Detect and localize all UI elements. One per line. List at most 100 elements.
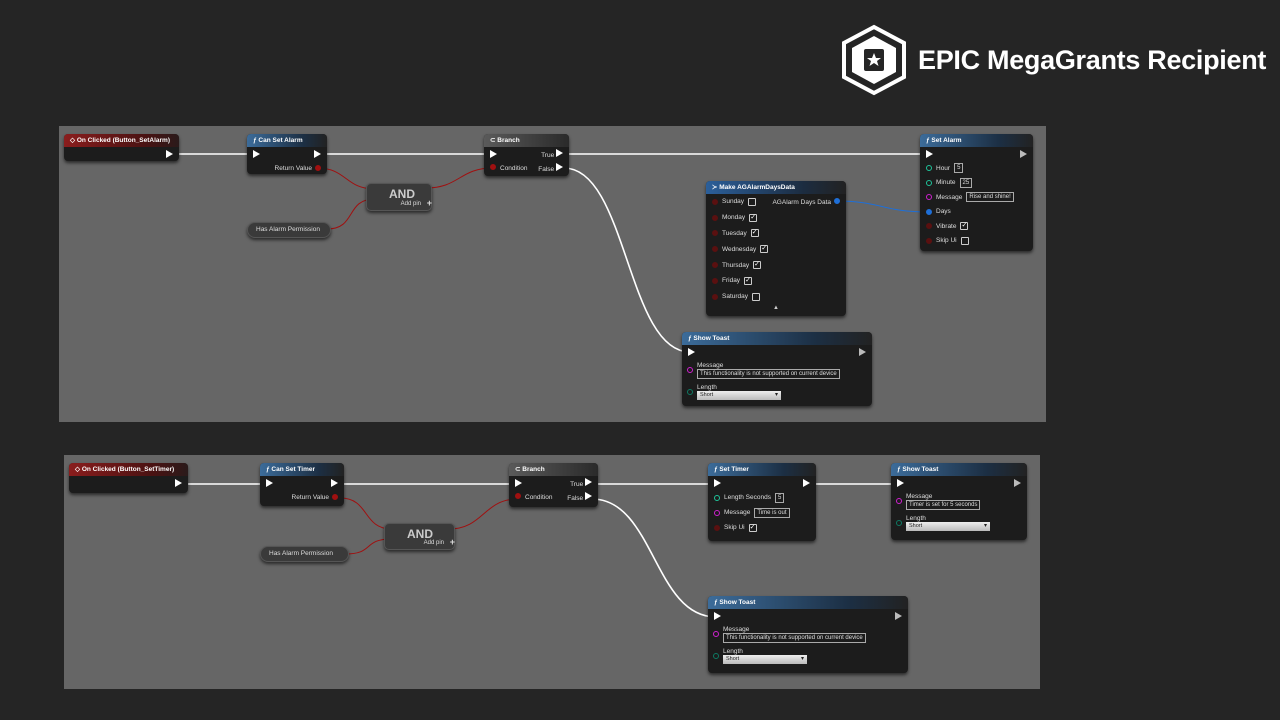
message-input[interactable]: This functionality is not supported on c… — [697, 368, 840, 379]
value-input[interactable]: Time is out — [754, 507, 790, 518]
true-output[interactable]: True — [570, 478, 592, 488]
checkbox[interactable]: ✓ — [748, 523, 757, 532]
exec-pin-icon[interactable] — [166, 150, 173, 158]
alarm-days-data-output[interactable]: AGAlarm Days Data — [772, 197, 840, 206]
string-pin-icon[interactable] — [687, 367, 693, 373]
exec-pin-icon[interactable] — [926, 150, 933, 158]
false-output[interactable]: False — [567, 492, 592, 502]
int-pin-icon[interactable] — [926, 179, 932, 186]
checkbox[interactable] — [960, 236, 969, 245]
bool-pin-icon[interactable] — [515, 493, 521, 499]
event-node-on-clicked[interactable]: ◇ On Clicked (Button_SetTimer) — [69, 463, 188, 493]
add-pin-plus-icon[interactable]: + — [449, 537, 455, 547]
struct-pin-icon[interactable] — [834, 197, 840, 204]
branch-node-header[interactable]: ⊂ Branch — [509, 463, 598, 476]
bool-pin-icon[interactable] — [712, 214, 718, 221]
bool-pin-icon[interactable] — [712, 230, 718, 237]
checkbox[interactable]: ✓ — [760, 245, 769, 254]
branch-node-header[interactable]: ⊂ Branch — [484, 134, 569, 147]
checkbox[interactable]: ✓ — [750, 229, 759, 238]
bool-pin-icon[interactable] — [926, 237, 932, 244]
exec-pin-icon[interactable] — [556, 149, 563, 157]
variable-has-alarm-permission[interactable]: Has Alarm Permission — [260, 546, 349, 562]
bool-pin-icon[interactable] — [712, 198, 718, 205]
string-pin-icon[interactable] — [896, 498, 902, 504]
exec-pin-icon[interactable] — [585, 492, 592, 500]
set-timer-node-header[interactable]: ƒ Set Timer — [708, 463, 816, 476]
byte-pin-icon[interactable] — [896, 520, 902, 526]
event-node-on-clicked[interactable]: ◇ On Clicked (Button_SetAlarm) — [64, 134, 179, 161]
length-dropdown[interactable]: Short — [906, 522, 990, 531]
condition-input[interactable]: Condition — [515, 493, 552, 501]
value-input[interactable]: 5 — [774, 492, 785, 503]
function-node-can-set-header[interactable]: ƒ Can Set Alarm — [247, 134, 327, 147]
add-pin-button[interactable]: Add pin — [400, 201, 421, 207]
bool-pin-icon[interactable] — [926, 223, 932, 230]
checkbox[interactable]: ✓ — [753, 261, 762, 270]
expand-arrow-icon[interactable]: ▲ — [773, 304, 779, 311]
int-pin-icon[interactable] — [926, 165, 932, 172]
bool-pin-icon[interactable] — [712, 262, 718, 269]
variable-has-alarm-permission[interactable]: Has Alarm Permission — [247, 222, 331, 238]
exec-pin-icon[interactable] — [314, 150, 321, 158]
byte-pin-icon[interactable] — [713, 653, 719, 659]
length-dropdown[interactable]: Short — [697, 391, 781, 400]
exec-pin-icon[interactable] — [714, 612, 721, 620]
event-node-on-clicked-header[interactable]: ◇ On Clicked (Button_SetTimer) — [69, 463, 188, 476]
message-input[interactable]: This functionality is not supported on c… — [723, 632, 866, 643]
exec-pin-icon[interactable] — [895, 612, 902, 620]
bool-pin-icon[interactable] — [490, 164, 496, 170]
checkbox[interactable]: ✓ — [749, 213, 758, 222]
checkbox[interactable] — [752, 292, 761, 301]
exec-pin-icon[interactable] — [1020, 150, 1027, 158]
value-input[interactable]: 5 — [954, 163, 964, 174]
show-toast-node-header[interactable]: ƒ Show Toast — [708, 596, 908, 609]
exec-pin-icon[interactable] — [714, 479, 721, 487]
exec-pin-icon[interactable] — [266, 479, 273, 487]
exec-pin-icon[interactable] — [688, 348, 695, 356]
string-pin-icon[interactable] — [714, 509, 720, 516]
exec-pin-icon[interactable] — [556, 163, 563, 171]
message-input[interactable]: Timer is set for 5 seconds — [906, 499, 981, 510]
length-dropdown[interactable]: Short — [723, 655, 807, 664]
exec-pin-icon[interactable] — [897, 479, 904, 487]
make-alarm-days-data-node-header[interactable]: ≻ Make AGAlarmDaysData — [706, 181, 846, 194]
string-pin-icon[interactable] — [713, 631, 719, 637]
true-output[interactable]: True — [541, 149, 563, 159]
bool-pin-icon[interactable] — [712, 246, 718, 253]
value-input[interactable]: Rise and shine! — [966, 192, 1014, 203]
bool-pin-icon[interactable] — [714, 524, 720, 531]
bool-pin-icon[interactable] — [332, 494, 338, 500]
exec-pin-icon[interactable] — [859, 348, 866, 356]
exec-pin-icon[interactable] — [515, 479, 522, 487]
exec-pin-icon[interactable] — [331, 479, 338, 487]
bool-pin-icon[interactable] — [315, 165, 321, 171]
bool-pin-icon[interactable] — [712, 293, 718, 300]
exec-pin-icon[interactable] — [253, 150, 260, 158]
condition-input[interactable]: Condition — [490, 164, 527, 172]
value-input[interactable]: 25 — [959, 177, 973, 188]
bool-pin-icon[interactable] — [712, 277, 718, 284]
event-node-on-clicked-header[interactable]: ◇ On Clicked (Button_SetAlarm) — [64, 134, 179, 147]
exec-pin-icon[interactable] — [1014, 479, 1021, 487]
exec-pin-icon[interactable] — [175, 479, 182, 487]
exec-pin-icon[interactable] — [585, 478, 592, 486]
checkbox[interactable] — [748, 197, 757, 206]
false-output[interactable]: False — [538, 163, 563, 173]
show-toast-node-header[interactable]: ƒ Show Toast — [891, 463, 1027, 476]
exec-pin-icon[interactable] — [803, 479, 810, 487]
add-pin-button[interactable]: Add pin — [423, 540, 444, 546]
function-node-can-set-header[interactable]: ƒ Can Set Timer — [260, 463, 344, 476]
checkbox[interactable]: ✓ — [744, 276, 753, 285]
string-pin-icon[interactable] — [926, 194, 932, 201]
